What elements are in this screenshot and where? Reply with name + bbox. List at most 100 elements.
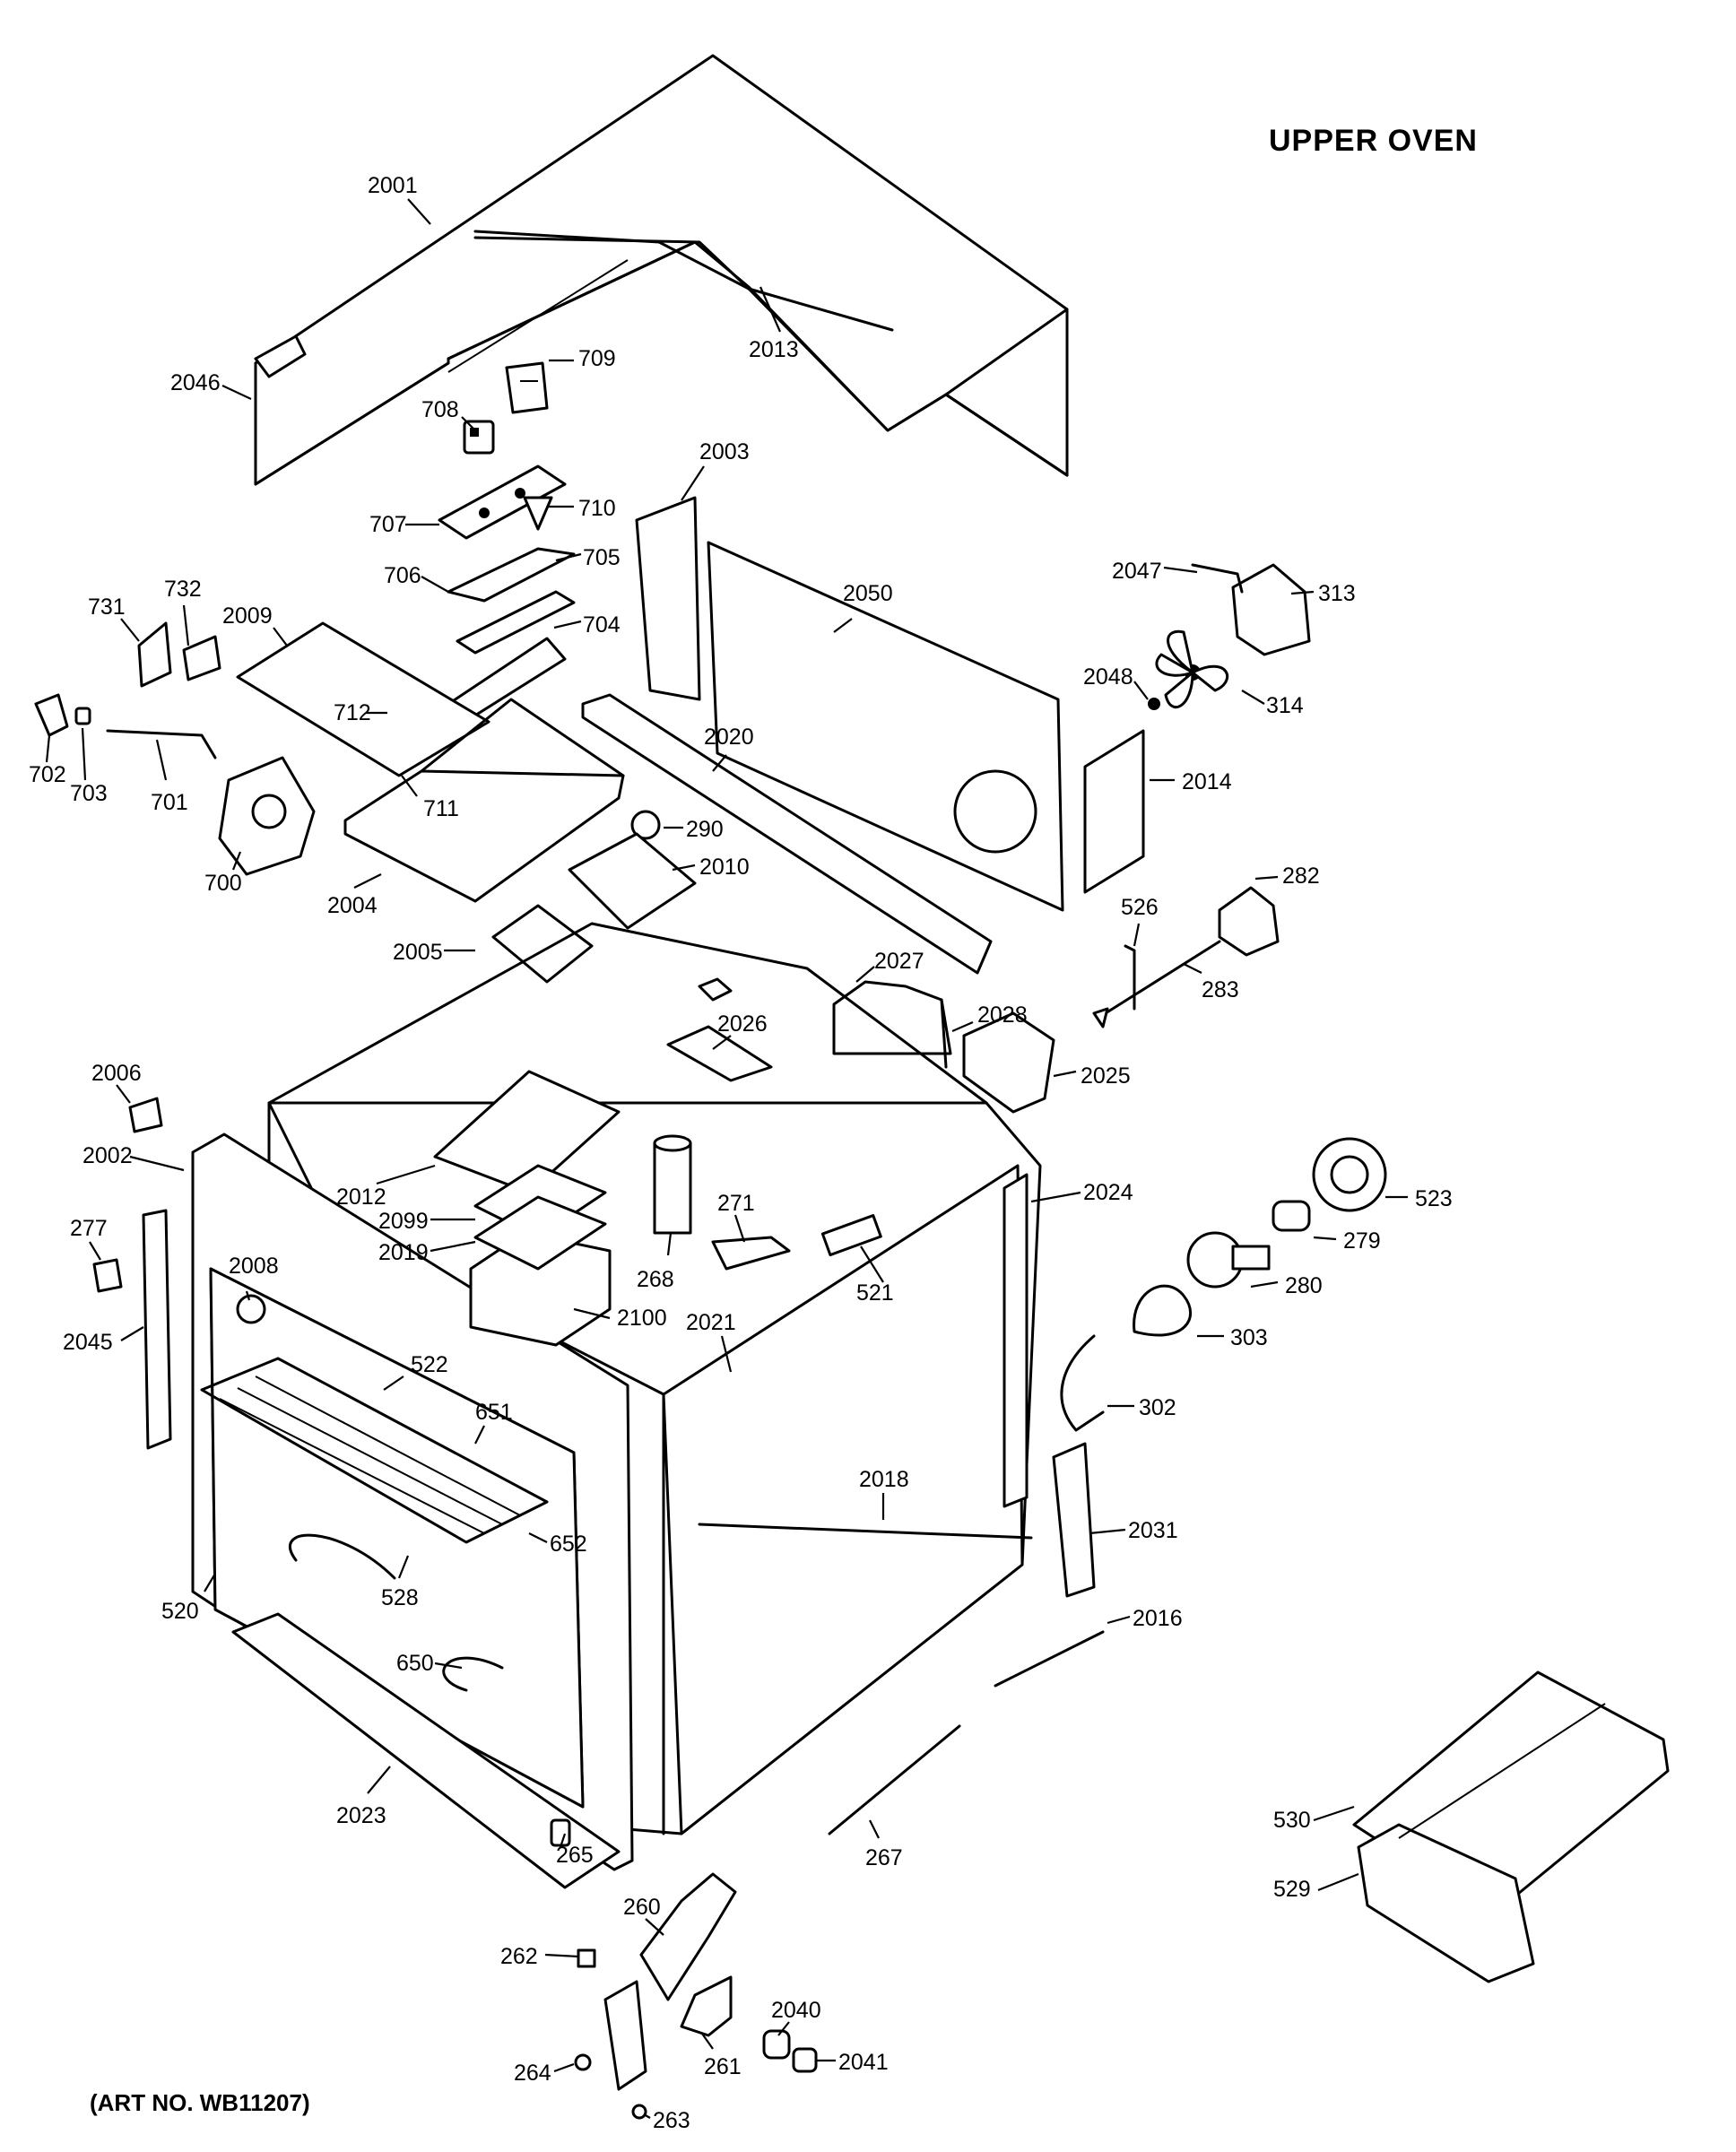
label-521: 521 <box>856 1280 894 1306</box>
label-731: 731 <box>88 594 126 620</box>
spacer-2040 <box>762 2029 791 2060</box>
baffle-2003 <box>635 496 701 701</box>
element-650 <box>442 1656 504 1692</box>
bracket-526 <box>1124 944 1136 1011</box>
latch-plate-707 <box>438 464 567 540</box>
label-302: 302 <box>1139 1395 1176 1420</box>
label-262: 262 <box>500 1944 538 1969</box>
label-2009: 2009 <box>222 603 273 629</box>
label-268: 268 <box>637 1267 674 1292</box>
label-708: 708 <box>421 397 459 422</box>
label-702: 702 <box>29 762 66 787</box>
clip-262 <box>577 1948 596 1968</box>
bracket-2025 <box>962 1011 1055 1114</box>
insulation-2009 <box>236 621 490 777</box>
label-290: 290 <box>686 817 724 842</box>
light-assembly-2008 <box>236 1294 266 1324</box>
label-2099: 2099 <box>378 1209 429 1234</box>
label-530: 530 <box>1273 1808 1311 1833</box>
fan-blade-icon <box>1155 629 1229 709</box>
label-710: 710 <box>578 496 616 521</box>
bracket-2006 <box>128 1097 163 1133</box>
side-panel-2024 <box>1003 1173 1029 1508</box>
duct-2004 <box>343 698 625 903</box>
door-liner-520 <box>209 1267 585 1809</box>
label-2004: 2004 <box>327 893 378 918</box>
label-520: 520 <box>161 1599 199 1624</box>
latch-arm-705 <box>456 590 576 655</box>
label-2003: 2003 <box>699 439 750 464</box>
label-526: 526 <box>1121 895 1159 920</box>
label-709: 709 <box>578 346 616 371</box>
label-705: 705 <box>583 545 621 570</box>
socket-279 <box>1272 1200 1311 1232</box>
label-2026: 2026 <box>717 1011 768 1037</box>
label-282: 282 <box>1282 863 1320 889</box>
label-2005: 2005 <box>393 940 443 965</box>
label-2008: 2008 <box>229 1254 279 1279</box>
label-2014: 2014 <box>1182 769 1232 794</box>
label-2013: 2013 <box>749 337 799 362</box>
cone-spring-710 <box>523 496 553 531</box>
label-313: 313 <box>1318 581 1356 606</box>
label-523: 523 <box>1415 1186 1453 1211</box>
spring-267 <box>828 1724 961 1835</box>
lock-switch-709 <box>505 361 549 414</box>
label-2031: 2031 <box>1128 1518 1178 1543</box>
label-2046: 2046 <box>170 370 221 395</box>
cover-2014 <box>1083 729 1145 894</box>
label-260: 260 <box>623 1895 661 1920</box>
bushing-703 <box>74 707 91 725</box>
label-2012: 2012 <box>336 1184 386 1210</box>
label-2016: 2016 <box>1133 1606 1183 1631</box>
tube-268 <box>653 1134 692 1235</box>
screw-264 <box>574 2053 592 2071</box>
element-528 <box>289 1533 396 1580</box>
label-707: 707 <box>369 512 407 537</box>
knob-702 <box>34 693 69 737</box>
cover-2010 <box>568 832 697 930</box>
rod-2018 <box>698 1523 1033 1540</box>
art-number: (ART NO. WB11207) <box>90 2089 310 2116</box>
label-701: 701 <box>151 790 188 815</box>
label-2028: 2028 <box>977 1002 1028 1028</box>
glass-lens-303 <box>1133 1284 1193 1337</box>
wire-clip-302 <box>1060 1334 1105 1432</box>
rotisserie-motor-282 <box>1218 886 1280 957</box>
spacer-2041 <box>792 2047 818 2073</box>
label-2002: 2002 <box>82 1143 133 1168</box>
hinge-arm-260 <box>639 1872 737 2001</box>
label-277: 277 <box>70 1216 108 1241</box>
label-264: 264 <box>514 2061 551 2086</box>
label-2021: 2021 <box>686 1310 736 1335</box>
label-2045: 2045 <box>63 1330 113 1355</box>
label-314: 314 <box>1266 693 1304 718</box>
switch-708 <box>463 420 495 455</box>
bracket-732 <box>182 635 221 681</box>
nut-2048 <box>1148 698 1160 710</box>
callout-labels: 2001 2013 2046 709 708 707 710 706 705 7… <box>29 173 1453 2133</box>
label-280: 280 <box>1285 1273 1323 1298</box>
trim-2045 <box>142 1209 172 1450</box>
label-2018: 2018 <box>859 1467 909 1492</box>
rack-rail-2016 <box>994 1630 1105 1688</box>
label-732: 732 <box>164 577 202 602</box>
thermostat-290 <box>630 810 661 840</box>
label-703: 703 <box>70 781 108 806</box>
hinge-261 <box>680 1975 733 2037</box>
slide-2031 <box>1052 1442 1096 1598</box>
label-2027: 2027 <box>874 949 924 974</box>
foot-265 <box>550 1818 571 1847</box>
label-279: 279 <box>1343 1228 1381 1254</box>
label-2048: 2048 <box>1083 664 1133 690</box>
bracket-731 <box>137 621 172 688</box>
label-706: 706 <box>384 563 421 588</box>
bottom-panel-2023 <box>231 1612 621 1889</box>
lamp-flange-523 <box>1312 1137 1387 1212</box>
spit-283 <box>1092 940 1221 1028</box>
baffle-2026 <box>666 977 773 1082</box>
link-701 <box>106 729 217 759</box>
label-263: 263 <box>653 2108 690 2133</box>
label-704: 704 <box>583 612 621 638</box>
